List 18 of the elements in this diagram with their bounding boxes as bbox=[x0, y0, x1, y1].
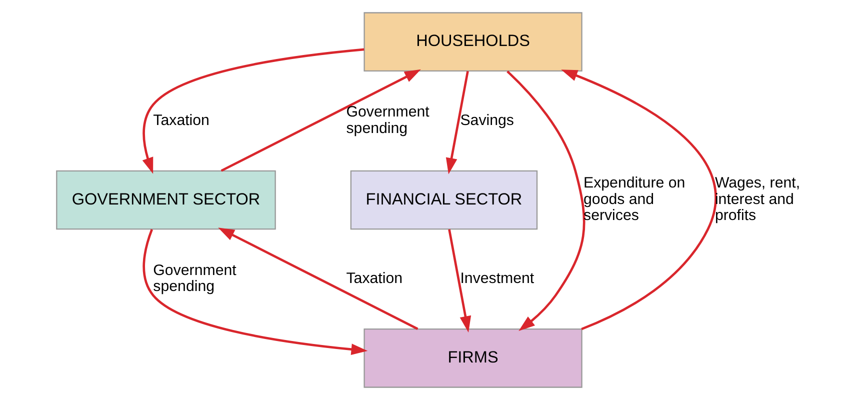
arrow bbox=[446, 71, 469, 174]
node-box: FIRMS bbox=[364, 328, 582, 388]
edge-label: Government spending bbox=[153, 262, 236, 296]
arrow bbox=[142, 228, 368, 356]
arrow bbox=[220, 69, 421, 172]
edge-label: Government spending bbox=[346, 104, 430, 138]
arrow bbox=[506, 70, 586, 332]
edge-label: Taxation bbox=[153, 112, 210, 129]
arrow bbox=[218, 228, 418, 330]
node-box: GOVERNMENT SECTOR bbox=[56, 170, 276, 230]
arrow bbox=[142, 48, 364, 174]
edge-label: Taxation bbox=[346, 270, 403, 288]
edge-label: Investment bbox=[460, 270, 534, 288]
node-box: HOUSEHOLDS bbox=[364, 12, 582, 72]
edge-label: Savings bbox=[460, 112, 514, 129]
arrow bbox=[448, 229, 472, 332]
node-box: FINANCIAL SECTOR bbox=[350, 170, 538, 230]
arrow bbox=[561, 70, 717, 330]
